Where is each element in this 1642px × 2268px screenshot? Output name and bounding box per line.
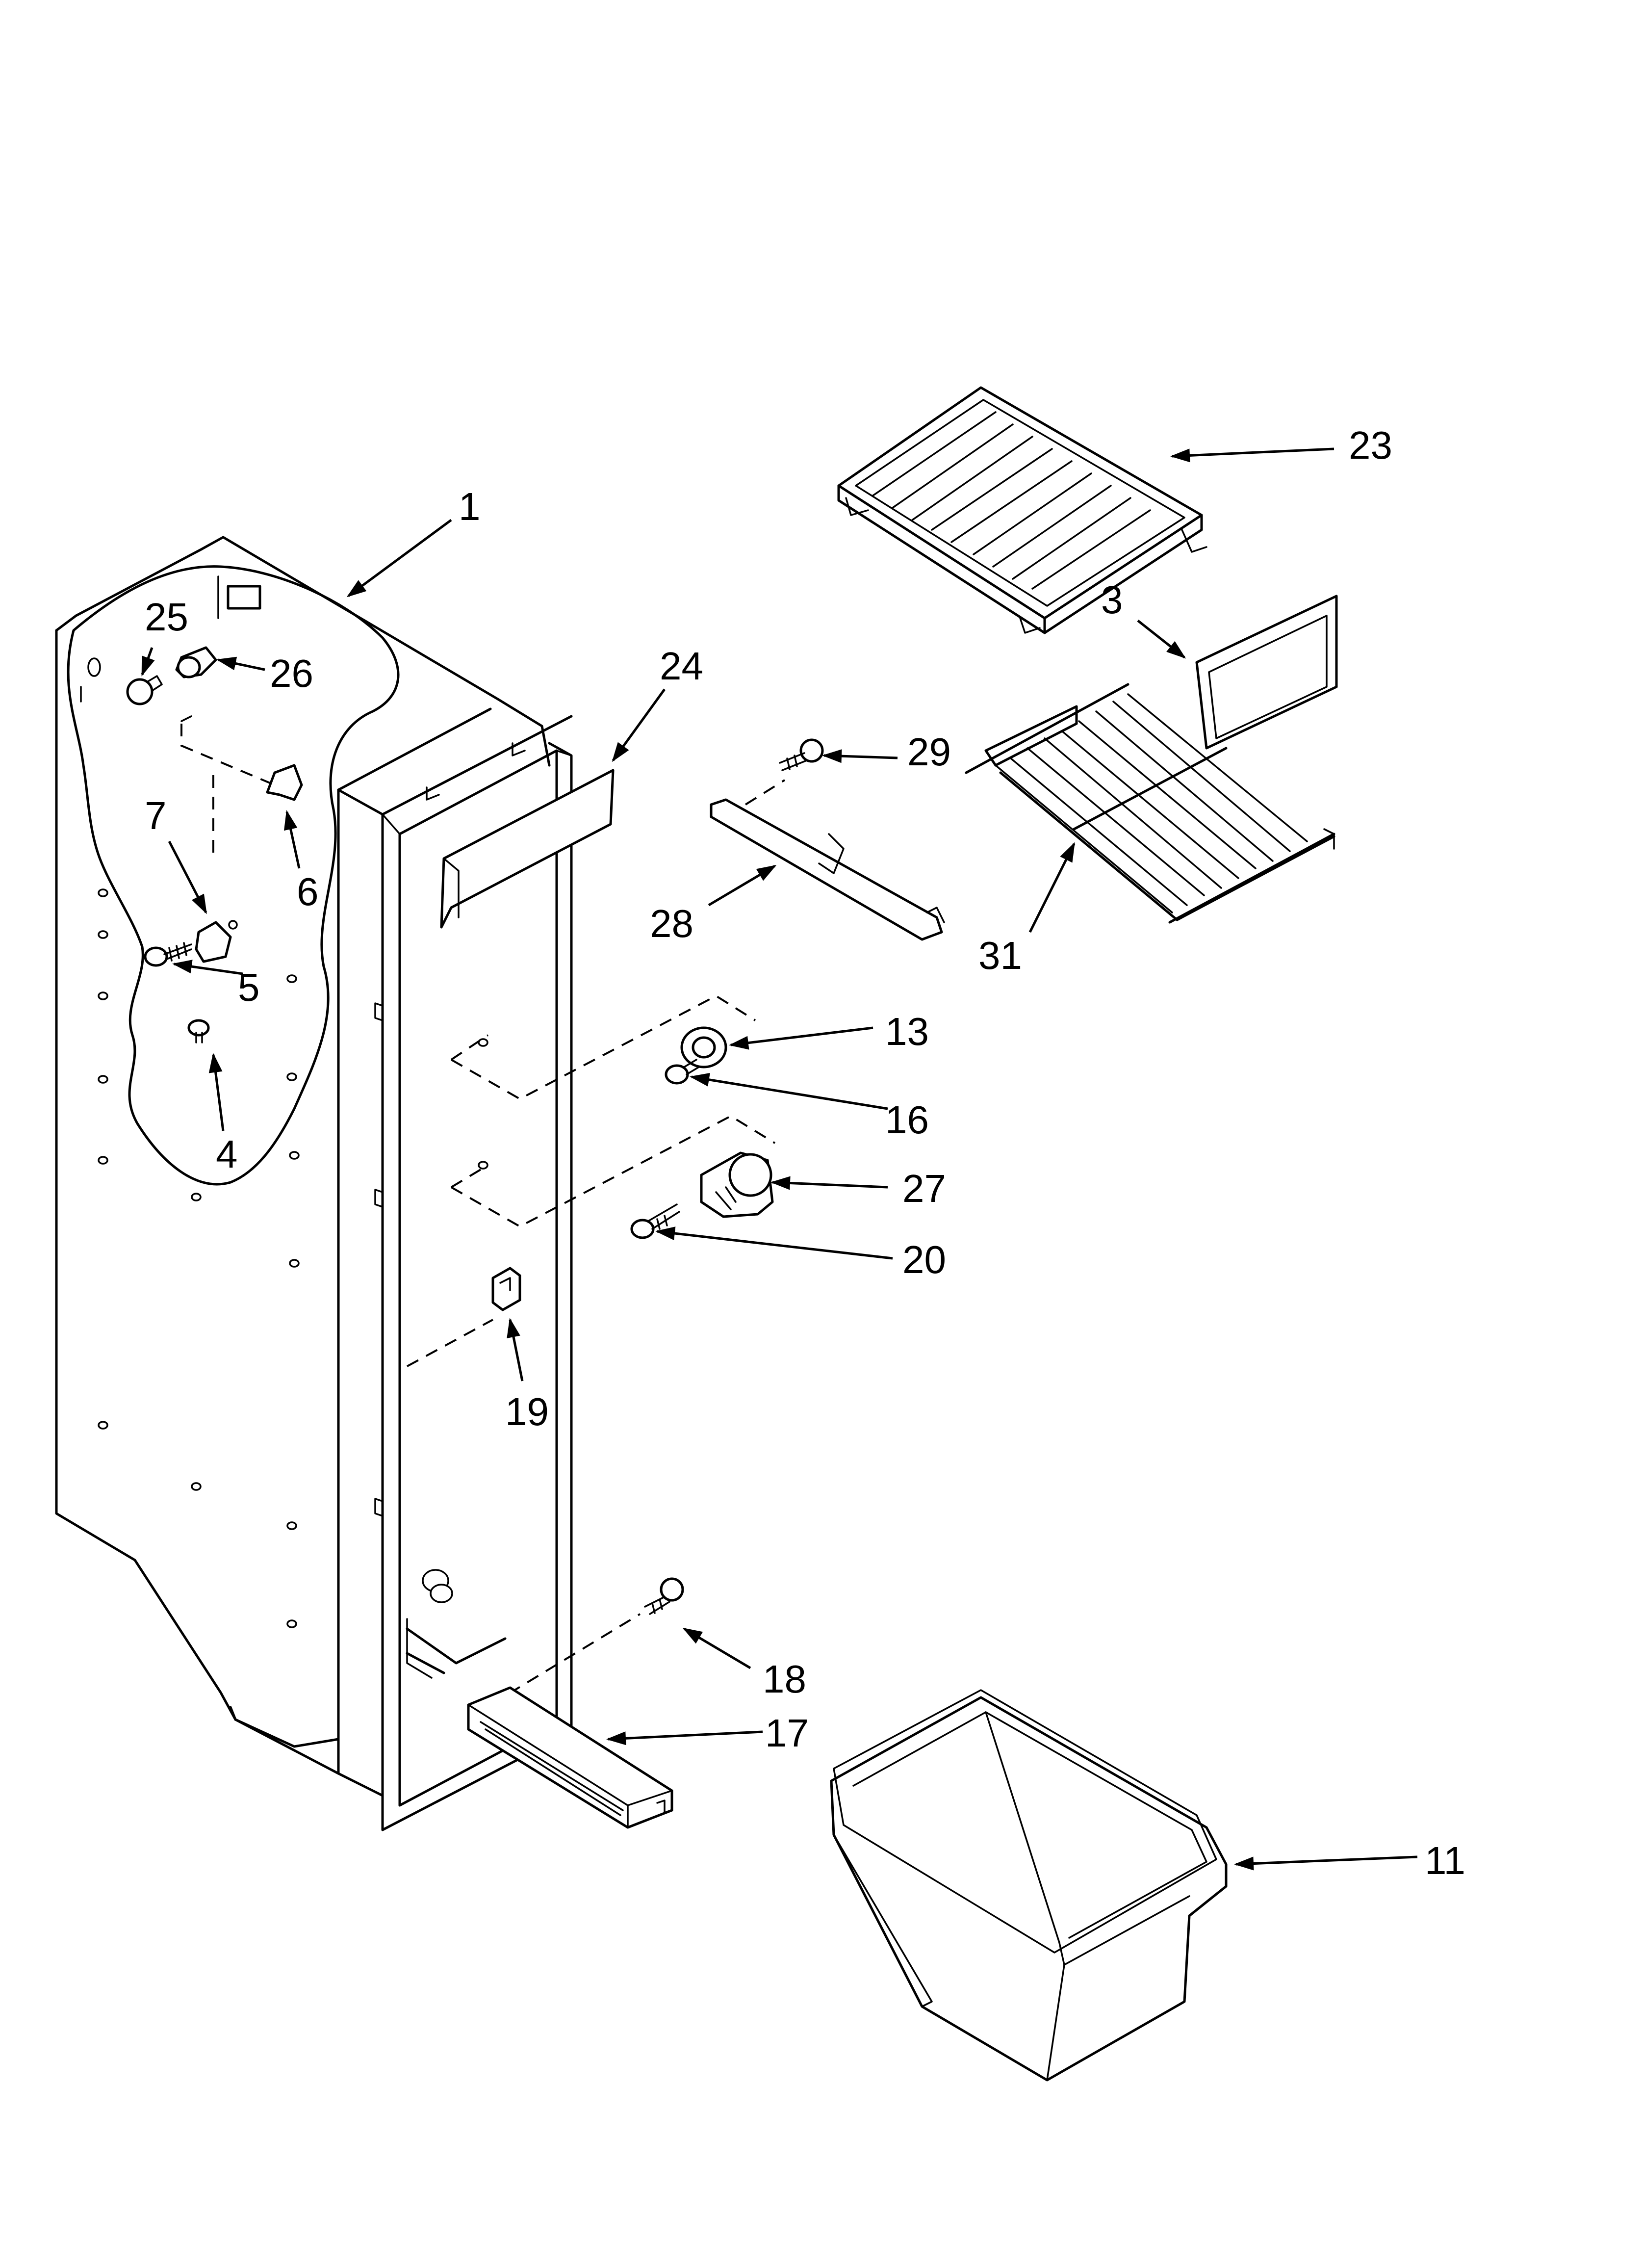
screw-29 [779,738,824,771]
light-switch [491,1267,521,1311]
screw-20 [630,1203,680,1239]
callout-27: 27 [902,1167,946,1210]
callout-20: 20 [902,1238,946,1281]
callout-6: 6 [297,870,319,913]
cutaway-outline [67,565,400,1186]
roller-13 [680,1026,727,1069]
screw-18 [644,1577,684,1615]
side-wall-holes [98,888,300,1628]
light-bulb [126,675,163,705]
callout-24: 24 [660,644,703,688]
leader-lines [141,447,1418,1871]
callout-25: 25 [145,595,188,639]
callout-3: 3 [1101,578,1123,622]
callout-29: 29 [907,730,951,774]
callout-17: 17 [765,1711,809,1755]
clip [266,764,303,801]
freezer-liner [55,536,573,1831]
light-socket [175,646,217,678]
callout-13: 13 [885,1010,929,1053]
roller-bracket-27 [700,1151,774,1218]
air-guard [440,769,615,929]
callout-16: 16 [885,1098,929,1142]
wire-shelf-31 [965,683,1335,924]
fastener-4 [187,1019,210,1043]
callout-5: 5 [238,965,260,1009]
screw-5 [144,942,192,967]
callout-26: 26 [270,652,313,695]
callout-31: 31 [978,934,1022,977]
shelf-front-3 [1195,595,1338,750]
callout-7: 7 [145,794,167,837]
callout-4: 4 [216,1132,238,1176]
bracket [195,921,232,963]
callout-11: 11 [1425,1839,1465,1882]
callout-23: 23 [1349,423,1392,467]
callout-19: 19 [505,1390,549,1434]
callout-28: 28 [650,902,693,945]
wire-shelf-23 [837,386,1207,634]
screw-16 [665,1059,700,1085]
callout-18: 18 [763,1657,806,1701]
callout-1: 1 [459,485,481,528]
kick-plate-17 [467,1686,673,1829]
callout-labels: 1 3 4 5 6 7 11 13 16 17 18 19 20 23 24 2… [145,423,1465,1882]
shelf-rail-28 [710,798,945,941]
storage-bin-11 [830,1689,1228,2082]
